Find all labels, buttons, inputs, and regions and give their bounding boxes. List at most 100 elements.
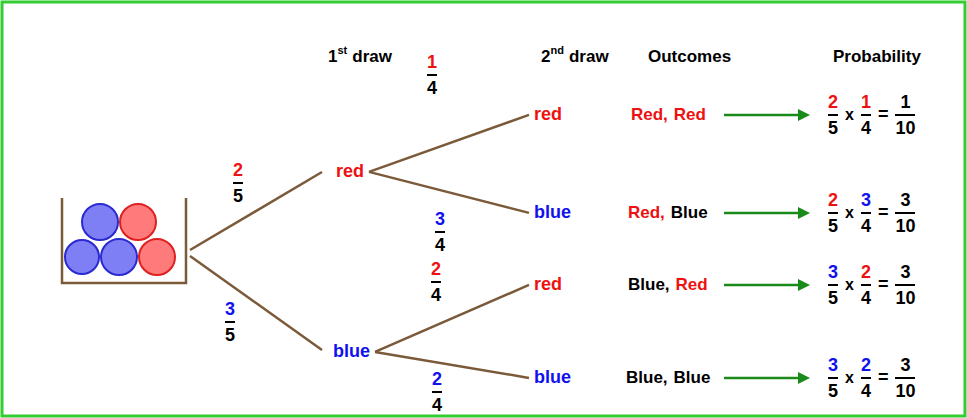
fraction: 24 (429, 260, 443, 304)
result-arrow (724, 207, 810, 219)
jar-outline (62, 198, 186, 283)
label-text: x (845, 276, 854, 294)
fraction-numerator: 3 (900, 191, 910, 209)
tree-branch (190, 256, 322, 350)
fraction-denominator: 5 (828, 382, 838, 400)
fraction-denominator: 4 (427, 79, 437, 97)
fraction-bar (431, 281, 441, 283)
fraction-bar (828, 212, 838, 214)
fraction: 35 (826, 356, 840, 400)
tree-branch (369, 172, 529, 213)
fraction-numerator: 2 (432, 370, 442, 388)
label-text: x (845, 204, 854, 222)
label-text: = (878, 203, 889, 223)
fraction-numerator: 2 (431, 260, 441, 278)
node-text: blue (534, 202, 571, 222)
label-text: draw (569, 48, 609, 67)
fraction: 24 (859, 263, 873, 307)
node-text: blue (534, 367, 571, 387)
branch-probability: 24 (429, 260, 443, 304)
fraction-bar (435, 231, 445, 233)
branch-node: red (531, 104, 565, 126)
branch-node: blue (531, 367, 574, 389)
label-text: Red (676, 276, 708, 295)
fraction-numerator: 3 (225, 300, 235, 318)
tree-branch (375, 352, 529, 378)
label-text: = (878, 105, 889, 125)
column-header: Outcomes (648, 48, 731, 67)
node-text: red (336, 161, 364, 181)
fraction-denominator: 10 (895, 289, 915, 307)
label-text: x (845, 106, 854, 124)
fraction: 310 (893, 191, 917, 235)
branch-probability: 34 (433, 210, 447, 254)
branch-node: blue (330, 341, 373, 363)
fraction-bar (828, 114, 838, 116)
label-text: draw (352, 48, 392, 67)
probability-product: 35x24=310 (826, 356, 917, 400)
result-arrow (724, 279, 810, 291)
fraction-denominator: 4 (861, 289, 871, 307)
fraction-denominator: 5 (828, 119, 838, 137)
fraction-bar (233, 182, 243, 184)
fraction: 24 (859, 356, 873, 400)
label-text: Blue (671, 204, 708, 223)
probability-product: 25x14=110 (826, 93, 917, 137)
fraction-bar (427, 74, 437, 76)
fraction-denominator: 10 (895, 119, 915, 137)
fraction-numerator: 3 (861, 191, 871, 209)
column-header: Probability (833, 48, 921, 67)
outcome: Blue, Red (628, 276, 708, 295)
blue-ball (101, 239, 137, 275)
superscript: st (337, 44, 347, 56)
fraction-denominator: 10 (895, 382, 915, 400)
superscript: nd (550, 44, 563, 56)
fraction-bar (861, 114, 871, 116)
fraction-denominator: 4 (435, 236, 445, 254)
label-text: Blue (674, 369, 711, 388)
fraction: 24 (430, 370, 444, 414)
fraction-numerator: 2 (861, 356, 871, 374)
tree-branch (190, 172, 322, 250)
fraction-denominator: 4 (432, 396, 442, 414)
fraction: 14 (859, 93, 873, 137)
tree-branch (369, 115, 529, 172)
outcome: Red, Blue (628, 204, 708, 223)
label-text: Red (674, 106, 706, 125)
fraction: 25 (231, 161, 245, 205)
fraction-numerator: 2 (828, 93, 838, 111)
label-text: x (845, 369, 854, 387)
node-text: blue (333, 341, 370, 361)
fraction-bar (861, 212, 871, 214)
fraction-denominator: 4 (861, 382, 871, 400)
fraction: 110 (893, 93, 917, 137)
fraction-denominator: 5 (828, 289, 838, 307)
branch-node: blue (531, 202, 574, 224)
label-text: Probability (833, 48, 921, 67)
fraction-bar (225, 321, 235, 323)
outcome: Blue,Blue (626, 369, 710, 388)
blue-ball (65, 240, 99, 274)
fraction-denominator: 5 (233, 187, 243, 205)
outcome: Red,Red (631, 106, 706, 125)
fraction: 35 (223, 300, 237, 344)
tree-branch (375, 285, 529, 352)
fraction: 34 (433, 210, 447, 254)
fraction-numerator: 1 (427, 53, 437, 71)
fraction: 25 (826, 191, 840, 235)
label-text: Blue, (628, 276, 670, 295)
fraction-numerator: 1 (861, 93, 871, 111)
branch-node: red (531, 274, 565, 296)
node-text: red (534, 104, 562, 124)
column-header: 1stdraw (328, 48, 392, 67)
fraction-bar (861, 284, 871, 286)
fraction: 34 (859, 191, 873, 235)
fraction: 25 (826, 93, 840, 137)
fraction-denominator: 5 (828, 217, 838, 235)
label-text: Red, (628, 204, 665, 223)
fraction-denominator: 4 (431, 286, 441, 304)
